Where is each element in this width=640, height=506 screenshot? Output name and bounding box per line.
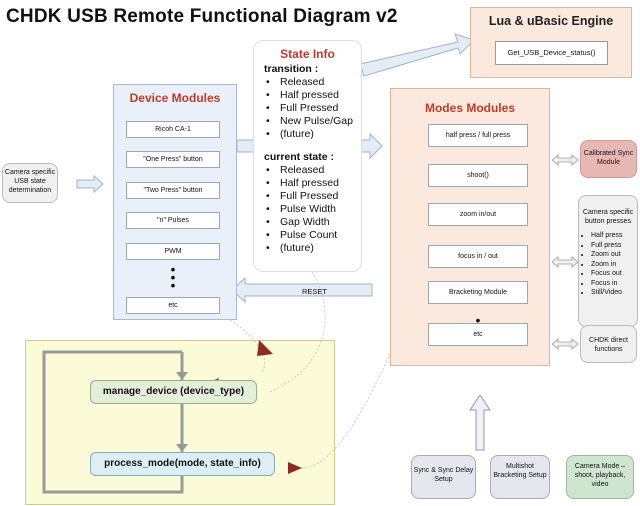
camera-mode-box: Camera Mode – shoot, playback, video: [566, 455, 634, 499]
camera-button-item: Focus out: [591, 269, 637, 279]
loop-arrowhead-2: [176, 444, 188, 452]
mode-item: focus in / out: [428, 245, 528, 268]
arrow-setup-up: [469, 394, 491, 451]
current-item: Released: [266, 164, 324, 176]
camera-usb-box: Camera specific USB state determination: [2, 163, 58, 203]
device-item: "n" Pulses: [126, 212, 220, 229]
arrow-reset: [231, 276, 373, 304]
camera-buttons-title: Camera specific button presses: [582, 209, 634, 225]
arrow-chkdirect: [551, 338, 579, 350]
device-item: "Two Press" button: [126, 182, 220, 199]
device-item: etc: [126, 297, 220, 314]
camera-button-item: Full press: [591, 241, 637, 251]
transition-item: Released: [266, 76, 324, 88]
camera-button-item: Focus in: [591, 279, 637, 289]
manage-device-box: manage_device (device_type): [90, 380, 257, 404]
transition-item: Full Pressed: [266, 102, 338, 114]
device-item: Ricoh CA-1: [126, 121, 220, 138]
transition-item: Half pressed: [266, 89, 339, 101]
arrow-to-lua: [359, 33, 475, 77]
modes-modules-box: Modes Modules half press / full press sh…: [390, 88, 550, 366]
current-item: Full Pressed: [266, 190, 338, 202]
pointer-manage-1: [257, 340, 273, 356]
dashed-device-to-manage: [229, 319, 266, 373]
device-modules-box: Device Modules Ricoh CA-1 "One Press" bu…: [113, 84, 237, 320]
mode-item: zoom in/out: [428, 203, 528, 226]
state-info-box: State Info transition : Released Half pr…: [253, 40, 362, 272]
transition-label: transition :: [264, 63, 319, 75]
current-item: Pulse Width: [266, 203, 336, 215]
camera-button-presses-box: Camera specific button presses Half pres…: [578, 195, 638, 327]
process-mode-box: process_mode(mode, state_info): [90, 452, 275, 476]
arrow-usb-to-device: [76, 174, 104, 194]
reset-label: RESET: [302, 287, 328, 296]
calibrated-sync-box: Calibrated Sync Module: [580, 140, 637, 178]
mode-item: etc: [428, 323, 528, 346]
transition-item: (future): [266, 128, 314, 140]
ellipsis-dots: •••: [170, 261, 176, 293]
mode-item: Bracketing Module: [428, 281, 528, 304]
lua-engine-title: Lua & uBasic Engine: [488, 14, 614, 28]
dashed-modes-to-process: [299, 349, 393, 469]
current-state-label: current state :: [264, 151, 335, 163]
current-item: (future): [266, 242, 314, 254]
current-item: Gap Width: [266, 216, 330, 228]
camera-buttons-list: Half press Full press Zoom out Zoom in F…: [579, 231, 637, 298]
current-item: Half pressed: [266, 177, 339, 189]
modes-modules-title: Modes Modules: [424, 101, 515, 115]
chdk-direct-box: CHDK direct functions: [580, 325, 637, 363]
multishot-box: Multishot Bracketing Setup: [490, 455, 550, 499]
device-item: "One Press" button: [126, 151, 220, 168]
device-item: PWM: [126, 243, 220, 260]
sync-delay-box: Sync & Sync Delay Setup: [411, 455, 476, 499]
transition-item: New Pulse/Gap: [266, 115, 353, 127]
device-modules-title: Device Modules: [129, 91, 221, 105]
arrow-calib: [551, 154, 579, 166]
diagram-title: CHDK USB Remote Functional Diagram v2: [6, 6, 398, 27]
arrow-campress: [551, 256, 579, 268]
current-item: Pulse Count: [266, 229, 337, 241]
mode-item: half press / full press: [428, 124, 528, 147]
camera-button-item: Zoom out: [591, 250, 637, 260]
loop-arrowhead-1: [176, 372, 188, 380]
pointer-process: [288, 462, 302, 474]
camera-button-item: Half press: [591, 231, 637, 241]
lua-engine-box: Lua & uBasic Engine Get_USB_Device_statu…: [470, 7, 632, 78]
mode-item: shoot(): [428, 164, 528, 187]
lua-function: Get_USB_Device_status(): [495, 41, 608, 65]
camera-button-item: Still/Video: [591, 288, 637, 298]
state-info-title: State Info: [280, 47, 335, 61]
dashed-state-to-manage: [269, 271, 326, 393]
camera-button-item: Zoom in: [591, 260, 637, 270]
